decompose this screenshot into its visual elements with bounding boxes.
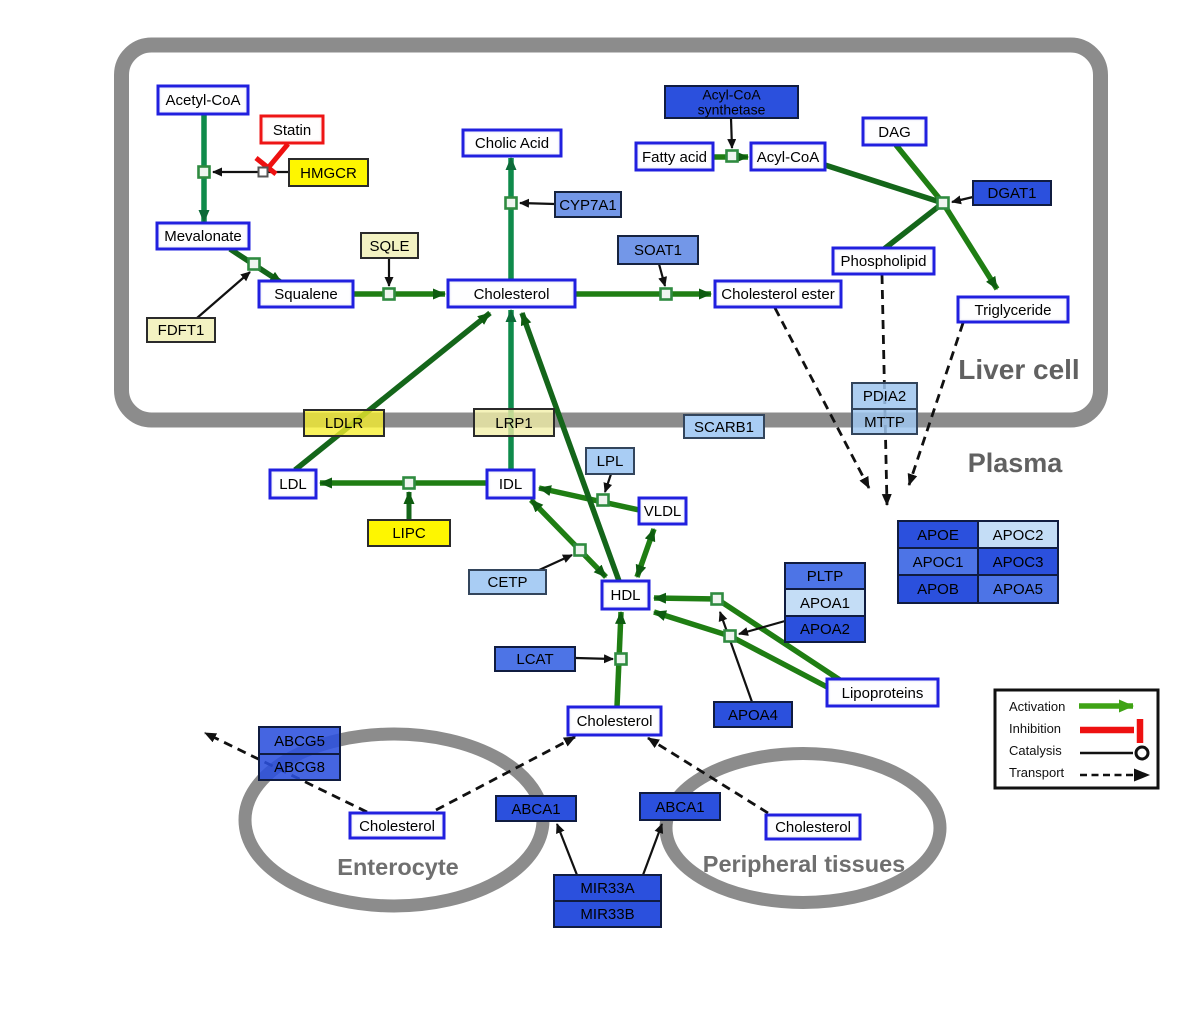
svg-text:Fatty acid: Fatty acid (642, 149, 707, 166)
svg-text:Lipoproteins: Lipoproteins (842, 685, 924, 702)
svg-text:Cholesterol: Cholesterol (474, 286, 550, 303)
svg-text:Phospholipid: Phospholipid (841, 253, 927, 270)
svg-text:HMGCR: HMGCR (300, 165, 357, 182)
svg-text:PLTP: PLTP (807, 568, 843, 585)
svg-text:LRP1: LRP1 (495, 415, 533, 432)
svg-text:Liver cell: Liver cell (958, 354, 1079, 385)
svg-text:Inhibition: Inhibition (1009, 721, 1061, 736)
svg-text:Acyl-CoA: Acyl-CoA (702, 86, 761, 102)
svg-text:Triglyceride: Triglyceride (975, 302, 1052, 319)
svg-text:Cholesterol ester: Cholesterol ester (721, 286, 834, 303)
svg-text:APOC2: APOC2 (993, 527, 1044, 544)
svg-text:Cholesterol: Cholesterol (359, 818, 435, 835)
svg-text:Acyl-CoA: Acyl-CoA (757, 149, 820, 166)
svg-text:Cholesterol: Cholesterol (577, 713, 653, 730)
svg-text:Enterocyte: Enterocyte (337, 854, 458, 880)
svg-text:SQLE: SQLE (369, 238, 409, 255)
svg-text:FDFT1: FDFT1 (158, 322, 205, 339)
svg-text:LDLR: LDLR (325, 415, 364, 432)
svg-text:APOA5: APOA5 (993, 581, 1043, 598)
svg-text:MIR33A: MIR33A (580, 880, 634, 897)
svg-text:Plasma: Plasma (968, 448, 1064, 478)
svg-text:DGAT1: DGAT1 (988, 185, 1037, 202)
svg-text:LIPC: LIPC (392, 525, 426, 542)
svg-text:Statin: Statin (273, 122, 311, 139)
svg-text:Cholic Acid: Cholic Acid (475, 135, 549, 152)
svg-text:APOA1: APOA1 (800, 595, 850, 612)
svg-text:Mevalonate: Mevalonate (164, 228, 242, 245)
svg-text:SCARB1: SCARB1 (694, 419, 754, 436)
svg-text:HDL: HDL (610, 587, 640, 604)
svg-text:synthetase: synthetase (698, 101, 766, 117)
svg-text:LDL: LDL (279, 476, 307, 493)
svg-text:IDL: IDL (499, 476, 522, 493)
svg-text:Catalysis: Catalysis (1009, 743, 1062, 758)
svg-text:CETP: CETP (487, 574, 527, 591)
svg-text:DAG: DAG (878, 124, 911, 141)
svg-text:MTTP: MTTP (864, 414, 905, 431)
svg-text:APOA4: APOA4 (728, 707, 778, 724)
svg-text:ABCA1: ABCA1 (511, 801, 560, 818)
svg-text:ABCA1: ABCA1 (655, 799, 704, 816)
svg-text:PDIA2: PDIA2 (863, 388, 906, 405)
svg-text:VLDL: VLDL (644, 503, 682, 520)
svg-text:ABCG8: ABCG8 (274, 759, 325, 776)
svg-text:ABCG5: ABCG5 (274, 733, 325, 750)
svg-text:Cholesterol: Cholesterol (775, 819, 851, 836)
svg-text:APOE: APOE (917, 527, 959, 544)
svg-text:SOAT1: SOAT1 (634, 242, 682, 259)
svg-text:APOC3: APOC3 (993, 554, 1044, 571)
svg-text:APOB: APOB (917, 581, 959, 598)
svg-text:Peripheral tissues: Peripheral tissues (703, 851, 905, 877)
svg-text:LCAT: LCAT (516, 651, 553, 668)
svg-text:CYP7A1: CYP7A1 (559, 197, 617, 214)
svg-text:Acetyl-CoA: Acetyl-CoA (165, 92, 240, 109)
svg-text:APOA2: APOA2 (800, 621, 850, 638)
svg-text:Activation: Activation (1009, 699, 1065, 714)
svg-text:APOC1: APOC1 (913, 554, 964, 571)
svg-text:Transport: Transport (1009, 765, 1065, 780)
svg-text:LPL: LPL (597, 453, 624, 470)
svg-text:Squalene: Squalene (274, 286, 337, 303)
svg-text:MIR33B: MIR33B (580, 906, 634, 923)
